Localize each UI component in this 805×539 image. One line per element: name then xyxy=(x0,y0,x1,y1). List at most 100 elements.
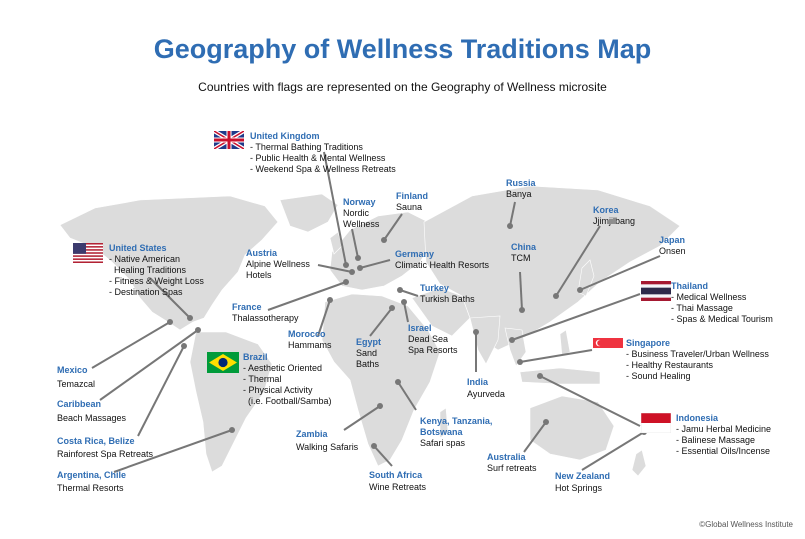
tradition-list: - Native American Healing Traditions- Fi… xyxy=(109,254,204,297)
label-australia: Australia Surf retreats xyxy=(487,452,537,474)
tradition-list: Beach Massages xyxy=(57,413,127,423)
tradition-list: Wine Retreats xyxy=(369,482,427,492)
country-name: Morocco xyxy=(288,329,326,339)
label-newzealand: New Zealand Hot Springs xyxy=(555,471,610,494)
continents xyxy=(59,185,681,477)
country-name: Australia xyxy=(487,452,526,462)
leader-mexico xyxy=(91,321,171,369)
dot-southafrica xyxy=(371,443,377,449)
country-name: France xyxy=(232,302,262,312)
tradition-list: Rainforest Spa Retreats xyxy=(57,449,154,459)
dot-australia xyxy=(543,419,549,425)
leader-germany xyxy=(359,259,391,269)
tradition-list: - Business Traveler/Urban Wellness- Heal… xyxy=(626,349,769,381)
thailand-flag-icon xyxy=(641,281,671,301)
dot-germany xyxy=(357,265,363,271)
leader-turkey xyxy=(399,289,419,297)
country-name: Indonesia xyxy=(676,413,719,423)
label-brazil: Brazil - Aesthetic Oriented- Thermal- Ph… xyxy=(243,352,332,407)
dot-russia xyxy=(507,223,513,229)
dot-singapore xyxy=(517,359,523,365)
label-finland: Finland Sauna xyxy=(396,191,428,213)
leader-costarica xyxy=(137,345,185,437)
leader-norway xyxy=(351,228,359,259)
madagascar-landmass xyxy=(439,407,449,439)
tradition-list: Hammams xyxy=(288,340,332,350)
dot-turkey xyxy=(397,287,403,293)
tradition-list: Sauna xyxy=(396,202,423,212)
country-name: Zambia xyxy=(296,429,328,439)
label-india: India Ayurveda xyxy=(467,377,505,400)
leader-israel xyxy=(403,301,409,323)
australia-landmass xyxy=(529,395,615,461)
dot-uk xyxy=(343,262,349,268)
country-name: South Africa xyxy=(369,470,423,480)
leader-lines xyxy=(91,151,661,473)
label-costarica: Costa Rica, Belize Rainforest Spa Retrea… xyxy=(57,436,153,460)
tradition-list: - Jamu Herbal Medicine- Balinese Massage… xyxy=(676,424,772,456)
leader-thailand xyxy=(511,293,641,341)
leader-kenya xyxy=(397,381,417,411)
leader-indonesia xyxy=(539,375,641,427)
tradition-list: - Medical Wellness- Thai Massage- Spas &… xyxy=(671,292,773,324)
leader-japan xyxy=(579,255,661,291)
map-title: Geography of Wellness Traditions Map xyxy=(153,34,652,64)
country-name: Costa Rica, Belize xyxy=(57,436,135,446)
us-flag-icon xyxy=(73,243,103,263)
label-caribbean: Caribbean Beach Massages xyxy=(57,399,126,424)
country-name: Korea xyxy=(593,205,619,215)
country-name: China xyxy=(511,242,537,252)
country-name: India xyxy=(467,377,489,387)
tradition-list: Walking Safaris xyxy=(296,442,359,452)
country-name: Thailand xyxy=(671,281,709,291)
leader-newzealand xyxy=(581,431,645,471)
country-name: Egypt xyxy=(356,337,382,347)
dot-norway xyxy=(355,255,361,261)
tradition-list: Climatic Health Resorts xyxy=(395,260,490,270)
leader-argentina xyxy=(113,429,233,473)
new-zealand-landmass xyxy=(631,449,647,477)
dot-indonesia xyxy=(537,373,543,379)
country-name: Mexico xyxy=(57,365,88,375)
country-name: Japan xyxy=(659,235,686,245)
label-china: China TCM xyxy=(511,242,536,264)
philippines-landmass xyxy=(559,329,571,357)
tradition-list: Temazcal xyxy=(57,379,96,389)
tradition-list: Banya xyxy=(506,189,532,199)
tradition-list: Surf retreats xyxy=(487,463,537,473)
indonesia-flag-icon xyxy=(641,413,671,433)
country-name: Norway xyxy=(343,197,376,207)
country-name: Russia xyxy=(506,178,536,188)
dot-mexico xyxy=(167,319,173,325)
label-france: France Thalassotherapy xyxy=(232,302,299,324)
india-landmass xyxy=(469,315,501,365)
label-uk: United Kingdom - Thermal Bathing Traditi… xyxy=(250,131,396,175)
tradition-list: TCM xyxy=(511,253,531,263)
label-us: United States - Native American Healing … xyxy=(109,243,204,298)
label-thailand: Thailand - Medical Wellness- Thai Massag… xyxy=(671,281,773,325)
country-name: United Kingdom xyxy=(250,131,320,141)
leader-australia xyxy=(523,421,547,453)
tradition-list: Jjimjilbang xyxy=(593,216,636,226)
dot-france xyxy=(343,279,349,285)
leader-china xyxy=(519,271,523,311)
country-name: New Zealand xyxy=(555,471,611,481)
dot-zambia xyxy=(377,403,383,409)
leader-uk xyxy=(323,151,347,266)
dot-japan xyxy=(577,287,583,293)
leader-finland xyxy=(383,213,403,241)
label-indonesia: Indonesia - Jamu Herbal Medicine- Baline… xyxy=(676,413,771,457)
country-name: Singapore xyxy=(626,338,671,348)
uk-flag-icon xyxy=(214,131,244,149)
label-korea: Korea Jjimjilbang xyxy=(593,205,635,227)
dot-argentina xyxy=(229,427,235,433)
singapore-flag-icon xyxy=(593,338,623,358)
country-name: Finland xyxy=(396,191,428,201)
label-zambia: Zambia Walking Safaris xyxy=(296,429,358,453)
country-name: Israel xyxy=(408,323,432,333)
